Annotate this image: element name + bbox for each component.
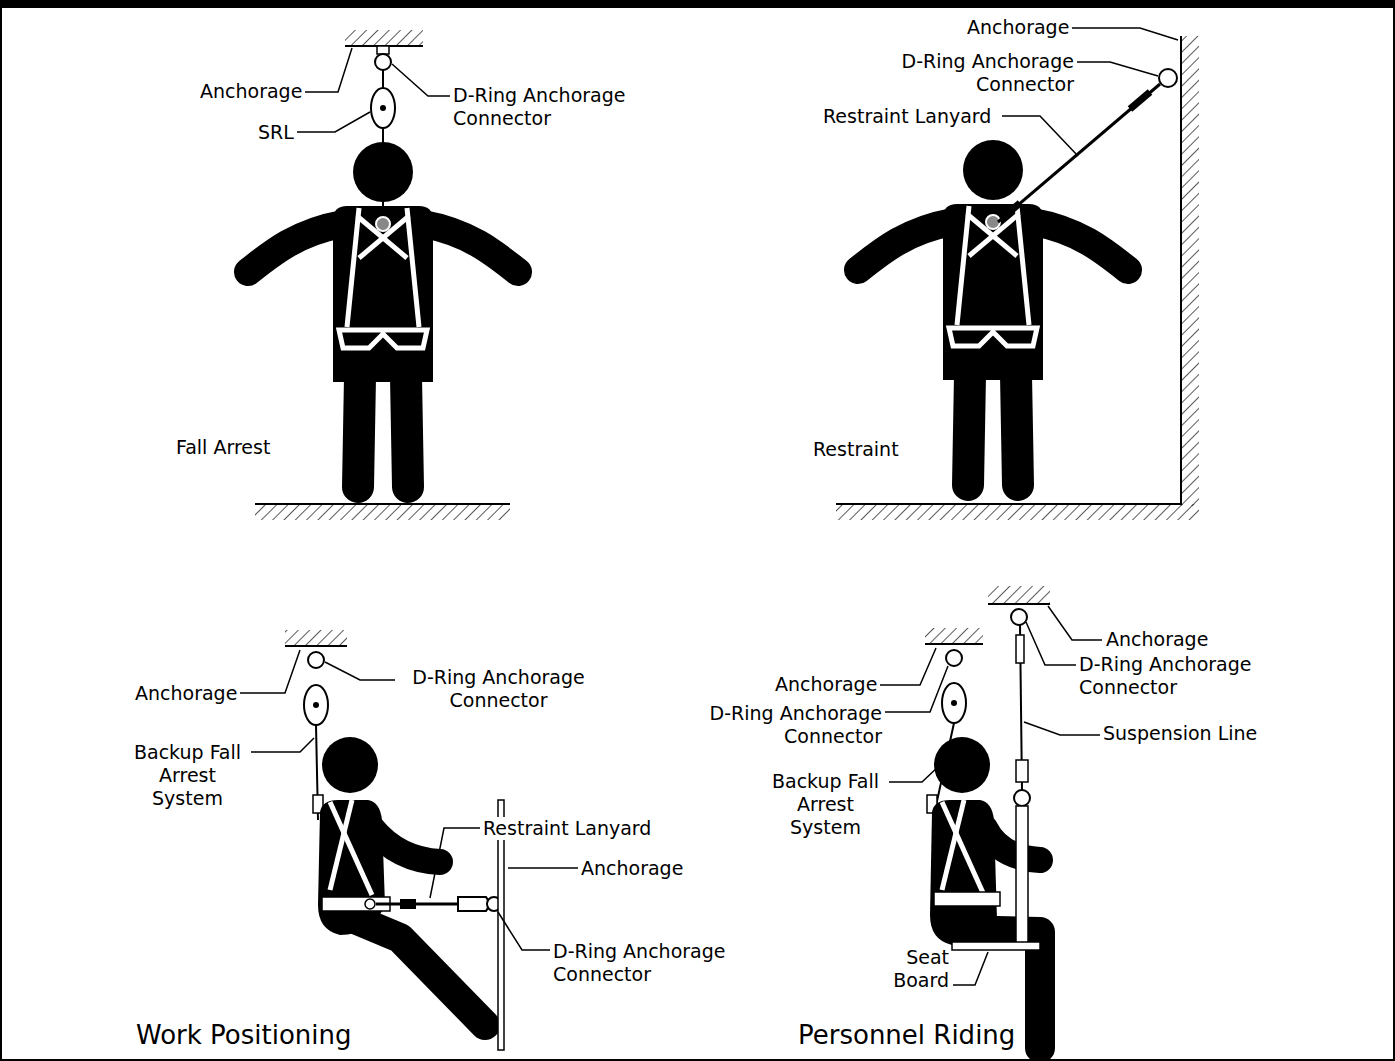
callout-label: Anchorage: [199, 80, 303, 103]
callout-label: D-Ring Anchorage Connector: [1078, 653, 1285, 699]
callout-label: D-Ring Anchorage Connector: [395, 666, 602, 712]
callout-label: SRL: [257, 121, 295, 144]
panel-title: Work Positioning: [135, 1020, 353, 1050]
callout-label: Restraint Lanyard: [482, 817, 652, 840]
callout-label: Fall Arrest: [175, 436, 271, 459]
callout-label: Backup Fall Arrest System: [762, 770, 889, 839]
callout-label: Backup Fall Arrest System: [124, 741, 251, 810]
callout-label: Anchorage: [580, 857, 684, 880]
callout-label: D-Ring Anchorage Connector: [452, 84, 659, 130]
callout-label: Anchorage: [1105, 628, 1209, 651]
callout-label: Anchorage: [966, 16, 1070, 39]
callout-label: Restraint: [812, 438, 900, 461]
callout-label: D-Ring Anchorage Connector: [868, 50, 1075, 96]
callout-label: Anchorage: [774, 673, 878, 696]
callout-label: D-Ring Anchorage Connector: [676, 702, 883, 748]
callout-label: Restraint Lanyard: [822, 105, 992, 128]
callout-label: Anchorage: [134, 682, 238, 705]
callout-label: D-Ring Anchorage Connector: [552, 940, 759, 986]
callout-label: Seat Board: [878, 946, 950, 992]
callout-label: Suspension Line: [1102, 722, 1258, 745]
panel-title: Personnel Riding: [797, 1020, 1016, 1050]
